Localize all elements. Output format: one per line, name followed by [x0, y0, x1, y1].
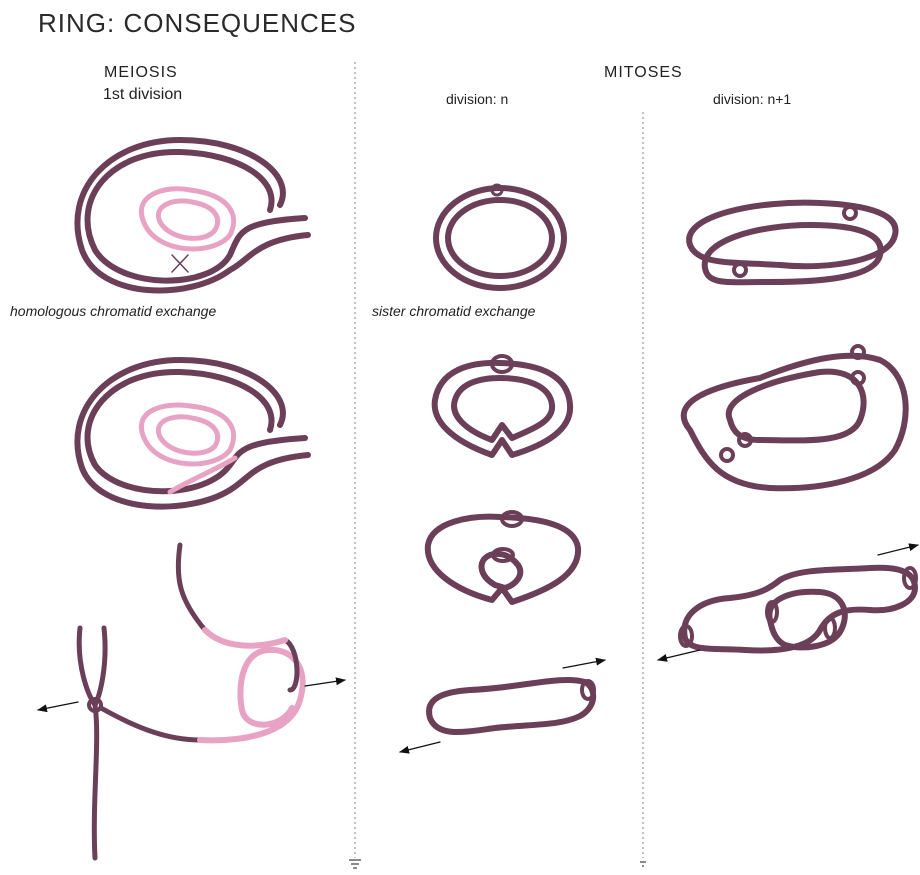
meiosis-left-arrow — [38, 702, 78, 710]
meiosis-right-arrow — [305, 680, 345, 686]
meiosis-ring-pair-1 — [77, 140, 308, 290]
mitosis-n-ring-2 — [435, 356, 570, 455]
mitosis-n1-ring-3 — [680, 568, 916, 651]
divider-end-mark-left — [349, 860, 361, 868]
mitosis-n1-right-arrow — [878, 545, 918, 555]
mitosis-n1-ring-1 — [689, 203, 895, 283]
mitosis-n-left-arrow — [400, 742, 440, 752]
divider-end-mark-right — [640, 862, 646, 866]
meiosis-ring-pair-2 — [77, 360, 308, 507]
mitosis-n1-ring-2 — [684, 346, 906, 488]
mitosis-n1-left-arrow — [658, 650, 700, 660]
mitosis-n-ring-4 — [429, 680, 594, 732]
mitosis-n-ring-1 — [436, 185, 564, 288]
mitosis-n-ring-3 — [428, 512, 578, 602]
meiosis-anaphase-bridge — [79, 545, 302, 858]
mitosis-n-right-arrow — [563, 660, 605, 668]
